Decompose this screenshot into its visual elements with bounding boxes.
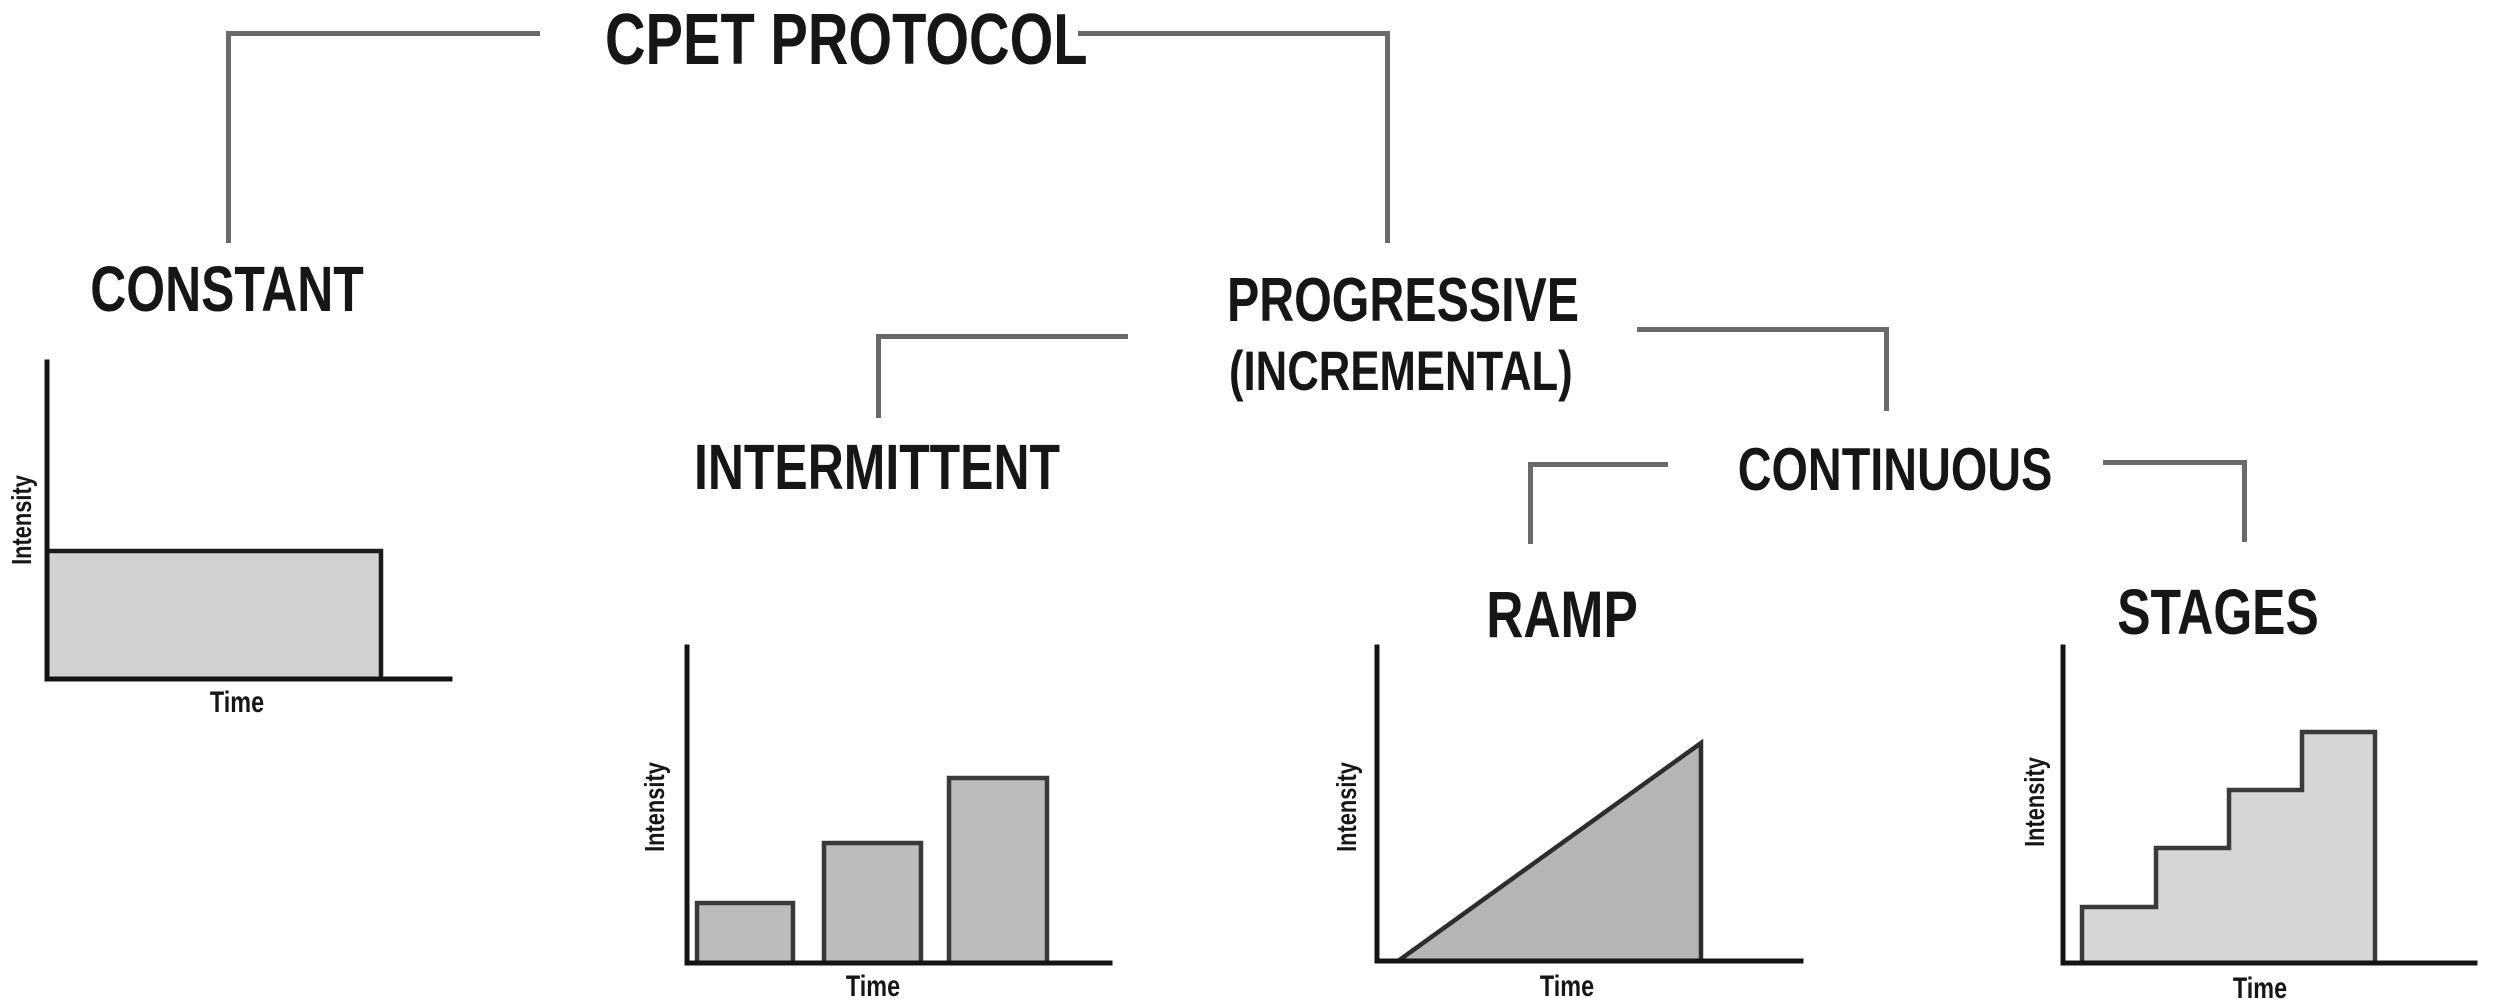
constant-chart-ylabel: Intensity	[6, 475, 37, 565]
connector-stages-v	[2242, 460, 2247, 542]
connector-continuous-right-h	[2103, 460, 2247, 465]
ramp-chart-xlabel: Time	[1539, 970, 1595, 1003]
constant-chart-shape	[44, 548, 384, 682]
intermittent-chart-shape	[694, 900, 796, 966]
stages-chart-ylabel: Intensity	[2019, 757, 2050, 847]
ramp-chart-shape	[1391, 738, 1704, 964]
node-intermittent: INTERMITTENT	[693, 431, 1061, 503]
constant-chart-axes	[44, 359, 453, 682]
ramp-chart-ylabel: Intensity	[1331, 762, 1362, 852]
intermittent-chart-xlabel: Time	[845, 970, 901, 1003]
connector-progressive-left-h	[878, 334, 1128, 339]
connector-ramp-v	[1528, 462, 1533, 544]
ramp-chart	[1374, 644, 1804, 964]
ramp-chart-axes	[1374, 644, 1804, 964]
intermittent-chart-shape	[821, 840, 924, 966]
connector-title-left-v	[226, 31, 231, 243]
stages-chart-xlabel: Time	[2232, 972, 2288, 1003]
node-constant: CONSTANT	[90, 253, 364, 325]
constant-chart-xlabel: Time	[209, 686, 265, 719]
connector-title-right-h	[1078, 31, 1390, 36]
node-progressive: PROGRESSIVE	[1227, 266, 1580, 335]
intermittent-chart	[684, 644, 1113, 966]
connector-title-right-v	[1385, 31, 1390, 243]
stages-chart-axes	[2060, 644, 2478, 966]
node-stages: STAGES	[2117, 576, 2319, 648]
connector-continuous-left-h	[1530, 462, 1668, 467]
intermittent-chart-axes	[684, 644, 1113, 966]
constant-chart	[44, 359, 453, 682]
intermittent-chart-shape	[946, 775, 1050, 966]
connector-continuous-v	[1884, 327, 1889, 411]
node-cpet-protocol: CPET PROTOCOL	[605, 0, 1088, 80]
stages-chart-shape	[2079, 729, 2378, 966]
node-progressive-sublabel: (INCREMENTAL)	[1229, 339, 1573, 402]
intermittent-chart-ylabel: Intensity	[639, 762, 670, 852]
node-continuous: CONTINUOUS	[1737, 436, 2053, 503]
node-ramp: RAMP	[1486, 577, 1638, 651]
connector-progressive-right-h	[1637, 327, 1887, 332]
stages-chart	[2060, 644, 2478, 966]
connector-intermittent-v	[876, 334, 881, 418]
connector-title-left-h	[228, 31, 540, 36]
